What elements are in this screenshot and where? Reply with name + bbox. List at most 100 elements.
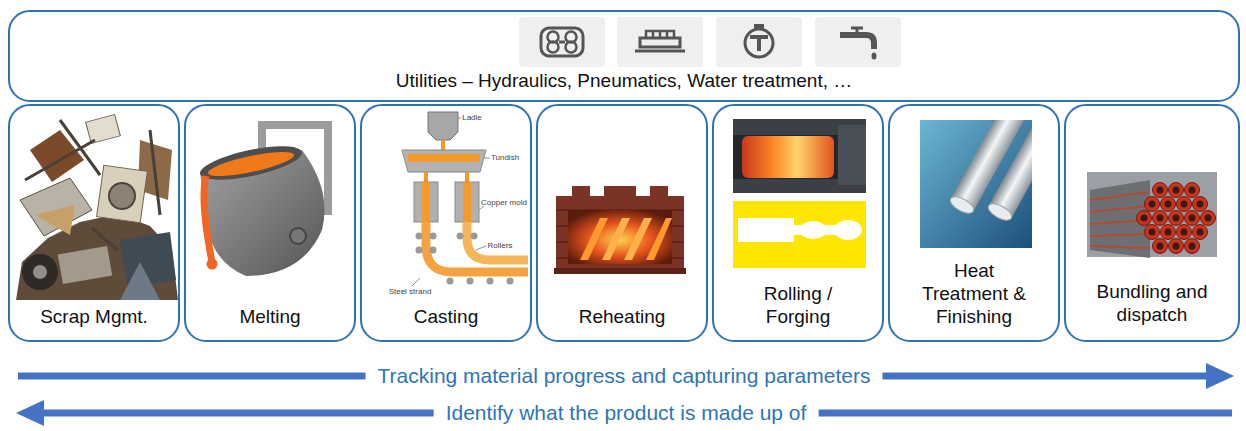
- steel-bars-photo: [920, 76, 1079, 248]
- tube-bundle-photo: [1177, 225, 1192, 240]
- reheating-furnace: [646, 218, 672, 260]
- utility-icon: [872, 53, 877, 60]
- flow-arrow: [16, 400, 1232, 426]
- scrap-pile: [97, 165, 148, 223]
- steel-bars-photo: [948, 193, 977, 216]
- node-label: Rolling / Forging: [748, 282, 848, 328]
- forging-sketch: [733, 201, 866, 268]
- tube-bundle-photo: [1177, 197, 1192, 212]
- continuous-caster: [402, 150, 486, 172]
- rolling-photo: [733, 119, 866, 193]
- scrap-pile: [120, 262, 160, 300]
- part-label: Ladle: [462, 113, 482, 122]
- continuous-caster: [471, 233, 478, 240]
- continuous-caster: [455, 182, 479, 222]
- reheating-furnace: [554, 268, 686, 274]
- flow-arrow: [1206, 363, 1234, 389]
- forging-sketch: [834, 220, 862, 240]
- process-box: Bundling and dispatch: [1064, 104, 1240, 342]
- tube-bundle-photo: [1087, 172, 1217, 258]
- pouring-ladle: [197, 139, 304, 186]
- process-box: Rolling / Forging: [712, 104, 884, 342]
- utility-icon: [815, 17, 901, 67]
- utility-icon: [750, 37, 768, 51]
- utility-icon: [851, 28, 863, 34]
- continuous-caster: [408, 154, 480, 162]
- process-box: Casting: [360, 104, 532, 342]
- scrap-pile: [86, 114, 121, 143]
- utility-icon: [716, 17, 802, 67]
- utility-icon: [519, 17, 605, 67]
- utility-icon: [754, 24, 764, 29]
- utility-icon: [635, 50, 685, 53]
- continuous-caster: [430, 247, 437, 254]
- flow-label: Tracking material progress and capturing…: [366, 364, 883, 388]
- flow-label: Identify what the product is made up of: [434, 401, 819, 425]
- reheating-furnace: [554, 186, 686, 274]
- pouring-ladle: [207, 259, 218, 270]
- rolling-photo: [733, 119, 866, 193]
- scrap-pile: [25, 120, 160, 250]
- utility-icon: [840, 35, 874, 49]
- rolling-photo: [742, 136, 834, 178]
- tube-bundle-photo: [1161, 225, 1176, 240]
- utility-icon: [566, 42, 577, 53]
- scrap-pile: [33, 265, 47, 279]
- continuous-caster: [467, 222, 528, 260]
- process-box: Scrap Mgmt.: [8, 104, 180, 342]
- utility-band: Utilities – Hydraulics, Pneumatics, Wate…: [8, 10, 1240, 102]
- utility-icon: [745, 29, 773, 57]
- forging-sketch: [733, 201, 866, 268]
- tube-bundle-photo: [1185, 183, 1200, 198]
- scrap-pile: [35, 205, 75, 235]
- utility-icon: [617, 17, 703, 67]
- tube-bundle-photo: [1169, 183, 1184, 198]
- utility-icon: [640, 38, 680, 47]
- part-label: Copper mold: [481, 198, 527, 207]
- pouring-ladle: [197, 125, 328, 276]
- scrap-pile: [20, 178, 92, 236]
- process-box: Reheating: [536, 104, 708, 342]
- reheating-furnace: [624, 218, 652, 260]
- flow-arrow: [18, 363, 1234, 389]
- part-label: Tundish: [491, 153, 519, 162]
- tube-bundle-photo: [1169, 211, 1184, 226]
- continuous-caster: [465, 172, 469, 182]
- scrap-pile: [22, 254, 58, 290]
- utility-icon: [541, 28, 583, 56]
- utility-icon: [617, 17, 703, 67]
- continuous-caster: [422, 182, 430, 222]
- continuous-caster: [426, 222, 528, 272]
- continuous-caster: [467, 278, 474, 285]
- utility-icon: [716, 17, 802, 67]
- utility-icon: [548, 42, 559, 53]
- continuous-caster: [487, 278, 494, 285]
- steel-bars-photo: [948, 120, 1032, 224]
- tube-bundle-photo: [1153, 239, 1168, 254]
- part-label: Rollers: [488, 241, 513, 250]
- tube-bundle-photo: [1193, 225, 1208, 240]
- process-box: Melting: [184, 104, 356, 342]
- node-label: Casting: [414, 305, 478, 328]
- pouring-ladle: [204, 176, 212, 262]
- utility-icon: [815, 17, 901, 67]
- tube-bundle-photo: [1169, 239, 1184, 254]
- continuous-caster: [416, 233, 423, 240]
- continuous-caster: [412, 118, 490, 286]
- node-label: Heat Treatment & Finishing: [914, 259, 1034, 328]
- continuous-caster: [402, 112, 528, 286]
- tube-bundle-photo: [1087, 172, 1217, 257]
- continuous-caster: [428, 112, 458, 140]
- continuous-caster: [414, 182, 438, 222]
- reheating-furnace: [602, 218, 630, 260]
- continuous-caster: [430, 233, 437, 240]
- tube-bundle-photo: [1137, 211, 1152, 226]
- continuous-caster: [416, 247, 423, 254]
- tube-bundle-photo: [1153, 183, 1168, 198]
- utility-icon: [646, 31, 674, 38]
- pouring-ladle: [206, 147, 295, 181]
- rolling-photo: [838, 125, 866, 185]
- node-label: Melting: [239, 305, 300, 328]
- scrap-pile: [16, 114, 178, 300]
